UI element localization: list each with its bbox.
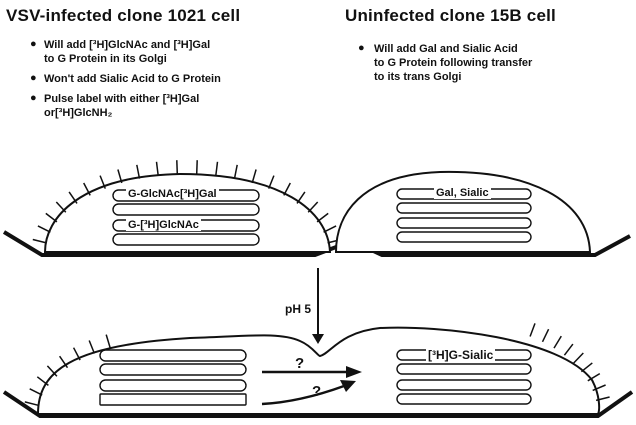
cilium	[25, 402, 39, 405]
question-mark-upper: ?	[295, 355, 304, 372]
uninfected-golgi-label: Gal, Sialic	[434, 187, 491, 199]
result-golgi-label: [³H]G-Sialic	[426, 348, 495, 362]
cilium	[197, 160, 198, 174]
cilium	[216, 162, 218, 176]
cilium	[554, 336, 561, 348]
ph-label: pH 5	[285, 302, 311, 316]
cilium	[317, 213, 328, 222]
cilium	[235, 165, 238, 179]
cilium	[530, 323, 535, 336]
cilium	[574, 353, 584, 363]
cilium	[33, 240, 47, 243]
cilium	[581, 363, 592, 372]
cilium	[38, 226, 51, 232]
cilium	[297, 192, 305, 204]
cilium	[308, 202, 318, 212]
cilium	[284, 183, 291, 195]
cilium	[324, 226, 337, 232]
cilium	[177, 160, 178, 174]
cilium	[106, 335, 110, 348]
infected-golgi-label-1: G-GlcNAc[³H]Gal	[126, 188, 219, 200]
question-mark-lower: ?	[312, 383, 321, 400]
cilium	[56, 202, 66, 212]
infected-golgi-label-2: G-[³H]GlcNAc	[126, 219, 201, 231]
cilium	[89, 341, 94, 354]
cilium	[46, 213, 57, 222]
fusion-arrow-head-icon	[312, 334, 324, 344]
cilium	[564, 344, 573, 355]
cilium	[252, 170, 256, 183]
cilium	[543, 329, 549, 342]
cilium	[30, 389, 43, 395]
cilium	[157, 162, 159, 176]
